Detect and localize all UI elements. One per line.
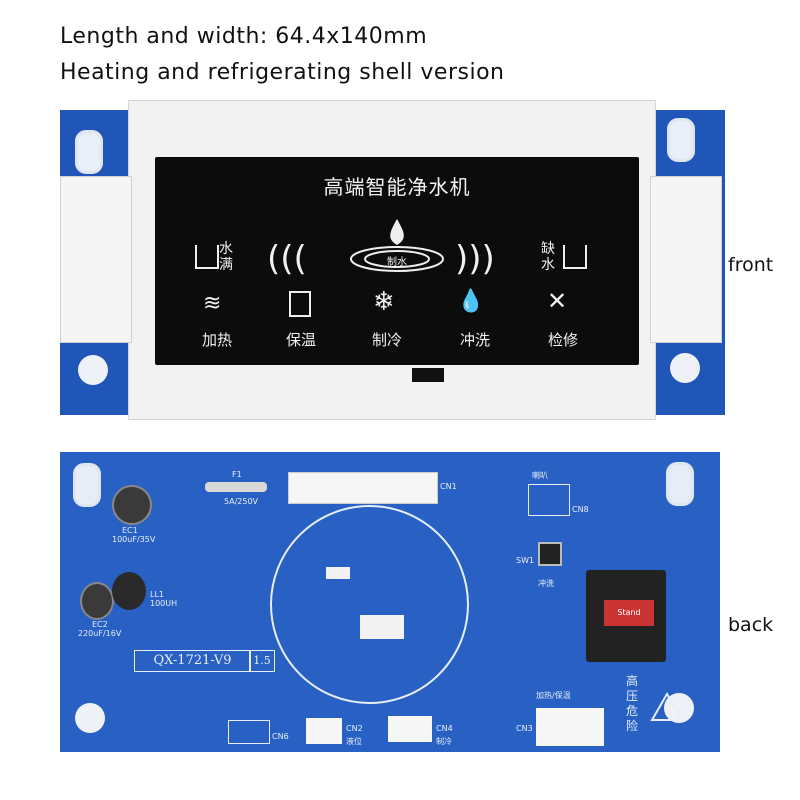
back-label: back xyxy=(728,614,774,636)
heating-icon: ≋ xyxy=(203,291,222,316)
function-label-keep-warm: 保温 xyxy=(285,331,316,349)
cn4-connector xyxy=(388,716,432,742)
version-caption: Heating and refrigerating shell version xyxy=(60,60,505,85)
capacitor-ec1 xyxy=(112,485,152,525)
mount-slot-tr xyxy=(667,118,695,162)
board-cutout-1 xyxy=(326,567,350,579)
center-badge-label: 制水 xyxy=(387,257,407,268)
tools-icon: ✕ xyxy=(547,287,568,315)
cn6-label: CN6 xyxy=(272,732,289,741)
ec1-label: EC1 xyxy=(122,526,138,535)
ll1-label: LL1 xyxy=(150,590,165,599)
thermometer-icon xyxy=(289,291,311,317)
high-voltage-warning: 高压危险 xyxy=(626,674,639,733)
tank-low-icon xyxy=(563,245,587,269)
function-label-heat: 加热 xyxy=(201,331,232,349)
revision-number: 1.5 xyxy=(249,650,275,672)
heat-keep-label: 加热/保温 xyxy=(536,691,571,700)
dimensions-caption: Length and width: 64.4x140mm xyxy=(60,24,428,49)
ec2-label: EC2 xyxy=(92,620,108,629)
shell-clip xyxy=(412,368,444,382)
speaker-label: 喇叭 xyxy=(532,471,548,480)
shell-wing-right xyxy=(650,176,722,343)
ec1-rating: 100uF/35V xyxy=(112,535,156,544)
front-label: front xyxy=(728,254,774,276)
cn6-pad xyxy=(228,720,270,744)
back-hole-bl xyxy=(75,703,105,733)
wave-right-icon: ))) xyxy=(455,239,495,279)
panel-title: 高端智能净水机 xyxy=(323,175,471,199)
tank-full-icon xyxy=(195,245,219,269)
cn1-header xyxy=(288,472,438,504)
function-label-cool: 制冷 xyxy=(371,331,402,349)
flush-label: 冲洗 xyxy=(538,579,554,588)
mount-hole-br xyxy=(670,353,700,383)
cn3-connector xyxy=(536,708,604,746)
shell-wing-left xyxy=(60,176,132,343)
water-drop-icon xyxy=(350,219,444,272)
cn1-label: CN1 xyxy=(440,482,457,491)
snowflake-icon: ❄ xyxy=(373,287,395,317)
relay-brand: Stand xyxy=(604,600,654,626)
level-label: 液位 xyxy=(346,737,362,746)
function-label-flush: 冲洗 xyxy=(459,331,490,349)
cn8-label: CN8 xyxy=(572,505,589,514)
cn4-label: CN4 xyxy=(436,724,453,733)
sw1-label: SW1 xyxy=(516,556,535,565)
speaker-pad xyxy=(528,484,570,516)
fuse-label: F1 xyxy=(232,470,242,479)
function-label-service: 检修 xyxy=(547,331,578,349)
model-number: QX-1721-V9 xyxy=(134,650,251,672)
cn3-label: CN3 xyxy=(516,724,533,733)
sw1-button xyxy=(538,542,562,566)
mount-slot-tl xyxy=(75,130,103,174)
fuse-rating: 5A/250V xyxy=(224,497,258,506)
water-low-label: 缺水 xyxy=(541,241,555,273)
water-full-label: 水满 xyxy=(219,241,233,273)
cn2-label: CN2 xyxy=(346,724,363,733)
wave-left-icon: ((( xyxy=(267,239,307,279)
flush-droplets-icon: 💧 xyxy=(457,289,485,314)
warning-triangle-icon xyxy=(650,692,684,721)
capacitor-ec2 xyxy=(80,582,114,620)
silkscreen-circle xyxy=(270,505,469,704)
ec2-rating: 220uF/16V xyxy=(78,629,122,638)
board-cutout-2 xyxy=(360,615,404,639)
inductor-ll1 xyxy=(112,572,146,610)
back-slot-tr xyxy=(666,462,694,506)
fuse xyxy=(205,482,267,492)
back-slot-tl xyxy=(73,463,101,507)
front-display-panel: 高端智能净水机 水满 ((( ))) 制水 缺水 ≋ ❄ 💧 ✕ 加热 保温 制… xyxy=(155,157,639,365)
cn2-connector xyxy=(306,718,342,744)
cooling-label: 制冷 xyxy=(436,737,452,746)
ll1-rating: 100UH xyxy=(150,599,178,608)
mount-hole-bl xyxy=(78,355,108,385)
